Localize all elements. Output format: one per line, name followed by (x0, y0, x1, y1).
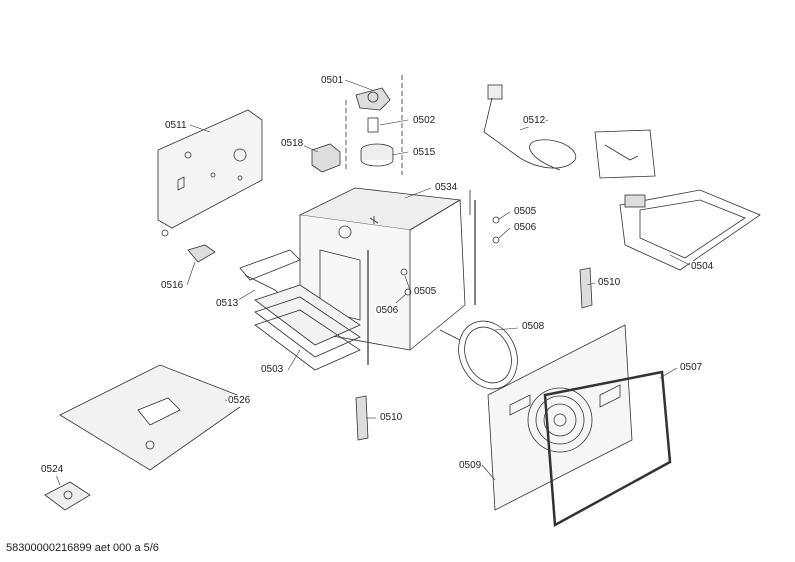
label-0509: 0509 (458, 460, 483, 472)
label-0526: 0526 (227, 395, 252, 407)
label-0510-right: 0510 (597, 277, 622, 289)
label-0505-upper: 0505 (513, 206, 538, 218)
part-0505-0506-fasteners (400, 216, 500, 296)
document-reference: 58300000216899 aet 000 a 5/6 (6, 542, 159, 554)
part-0509-fan-cover (487, 324, 633, 511)
part-0511-rear-panel (157, 109, 263, 237)
part-0516-bracket (187, 244, 216, 263)
label-0506-upper: 0506 (513, 222, 538, 234)
label-0502: 0502 (412, 115, 437, 127)
label-0505-lower: 0505 (413, 286, 438, 298)
label-0504: 0504 (690, 261, 715, 273)
label-0518: 0518 (280, 138, 305, 150)
part-0512-sensor-cable (483, 84, 656, 179)
label-0516: 0516 (160, 280, 185, 292)
label-0501: 0501 (320, 75, 345, 87)
part-0510-hinge-lower (355, 395, 369, 441)
label-0503: 0503 (260, 364, 285, 376)
label-0506-lower: 0506 (375, 305, 400, 317)
label-0513: 0513 (215, 298, 240, 310)
part-0508-ring-heater (439, 320, 518, 390)
part-0503-baking-trays (254, 284, 361, 371)
label-0511: 0511 (164, 120, 188, 132)
part-0504-top-heating-element (619, 189, 761, 271)
label-0524: 0524 (40, 464, 65, 476)
part-0526-insulation (59, 364, 251, 471)
label-0508: 0508 (521, 321, 546, 333)
label-0510-lower: 0510 (379, 412, 404, 424)
part-0507-door-seal (543, 370, 672, 528)
leader-lines (54, 79, 691, 486)
label-0515: 0515 (412, 147, 437, 159)
part-0501-motor-assembly (345, 75, 403, 175)
label-0507: 0507 (679, 362, 704, 374)
part-0524-pad (44, 481, 91, 511)
label-0512: 0512 (522, 115, 547, 127)
label-0534: 0534 (434, 182, 459, 194)
part-0518-lamp-housing (311, 143, 341, 173)
part-0510-hinge-right (579, 267, 593, 309)
